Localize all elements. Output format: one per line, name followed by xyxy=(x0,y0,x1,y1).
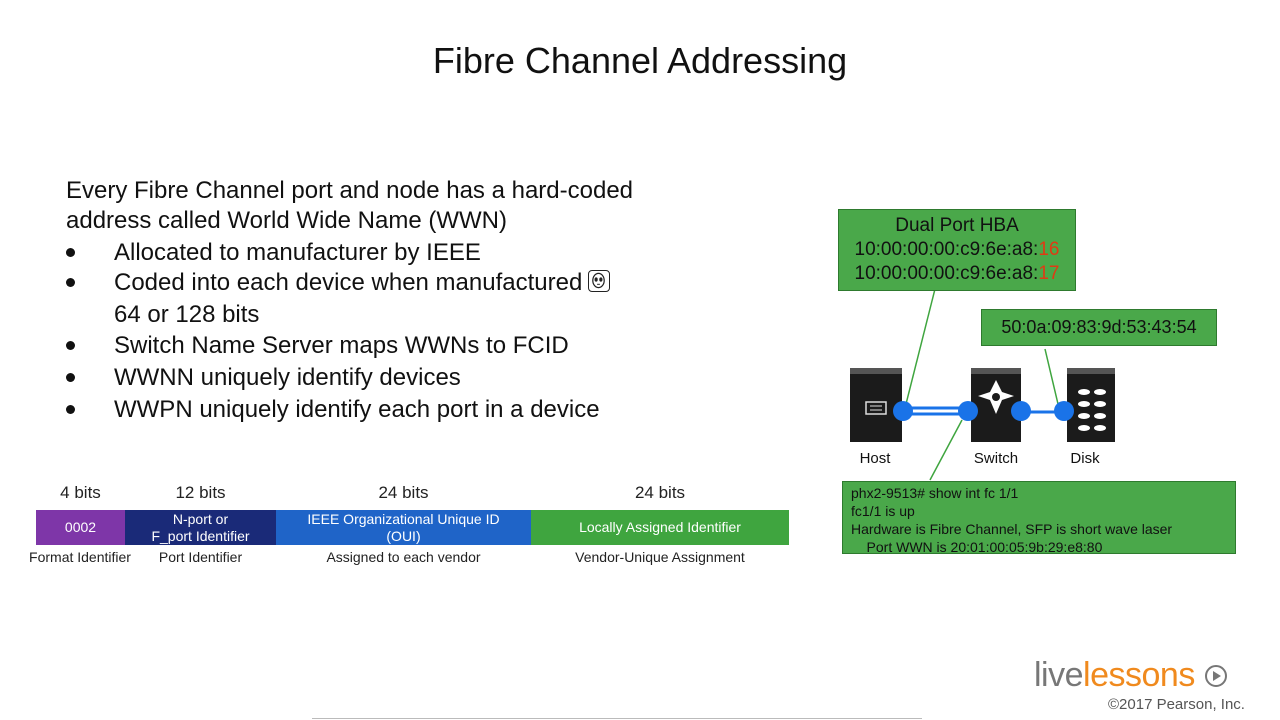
field-bit-width: 24 bits xyxy=(634,483,686,502)
hba-callout-line xyxy=(904,288,936,409)
field-label: N-port or xyxy=(172,510,229,527)
bullet-text: WWPN uniquely identify each port in a de… xyxy=(114,396,600,423)
hba-wwn-1: 10:00:00:00:c9:6e:a8:16 xyxy=(839,238,1075,262)
host-port-dot xyxy=(893,401,913,421)
copyright-text: ©2017 Pearson, Inc. xyxy=(1108,696,1245,713)
cli-line: phx2-9513# show int fc 1/1 xyxy=(851,485,1019,501)
alien-face-icon xyxy=(588,270,611,292)
cli-output-callout: phx2-9513# show int fc 1/1 fc1/1 is up H… xyxy=(842,481,1236,555)
bullet-text-row: Coded into each device when manufactured xyxy=(114,268,611,298)
wwn-field-format: 0002 xyxy=(36,510,125,545)
disk-wwn-text: 50:0a:09:83:9d:53:43:54 xyxy=(1001,317,1197,337)
wwn-suffix: 17 xyxy=(1038,263,1060,284)
logo-text: live xyxy=(1034,656,1084,694)
wwn-field-port: N-port or F_port Identifier xyxy=(125,510,276,545)
bullet-dot xyxy=(66,373,75,382)
field-bit-width: 24 bits xyxy=(378,483,429,502)
host-label: Host xyxy=(859,450,891,467)
bullet-text: Switch Name Server maps WWNs to FCID xyxy=(114,332,569,359)
disk-callout-line xyxy=(1044,348,1059,405)
fc-switch-icon xyxy=(971,368,1021,442)
field-label: IEEE Organizational Unique ID xyxy=(307,510,500,527)
intro-text: Every Fibre Channel port and node has a … xyxy=(66,177,634,234)
bullet-dot xyxy=(66,405,75,414)
field-label: Locally Assigned Identifier xyxy=(579,519,741,535)
wwn-field-oui: IEEE Organizational Unique ID (OUI) xyxy=(276,510,531,545)
cli-callout-line xyxy=(929,419,963,481)
bullet-text: Allocated to manufacturer by IEEE xyxy=(114,239,481,266)
bullet-text: WWNN uniquely identify devices xyxy=(114,364,461,391)
disk-label: Disk xyxy=(1070,450,1100,467)
field-label-line2: F_port Identifier xyxy=(151,527,250,544)
field-bit-width: 4 bits xyxy=(60,483,101,502)
wwn-prefix: 10:00:00:00:c9:6e:a8: xyxy=(854,263,1039,284)
bullet-dot xyxy=(66,278,75,287)
wwn-field-local: Locally Assigned Identifier xyxy=(531,510,789,545)
bullet-text: Coded into each device when manufactured xyxy=(114,269,583,296)
disk-port-dot xyxy=(1054,401,1074,421)
hba-wwn-2: 10:00:00:00:c9:6e:a8:17 xyxy=(839,262,1075,286)
switch-port-dot xyxy=(958,401,978,421)
field-bit-width: 12 bits xyxy=(175,483,226,502)
field-label-line2: (OUI) xyxy=(386,527,421,544)
bullet-text: 64 or 128 bits xyxy=(114,301,260,328)
field-description: Vendor-Unique Assignment xyxy=(575,549,745,565)
switch-label: Switch xyxy=(973,450,1019,467)
field-description: Port Identifier xyxy=(158,549,243,565)
hba-title: Dual Port HBA xyxy=(895,215,1019,236)
cli-line: Port WWN is 20:01:00:05:9b:29:e8:80 xyxy=(851,539,1103,555)
switch-port-dot xyxy=(1011,401,1031,421)
bullet-dot xyxy=(66,248,75,257)
bullet-dot xyxy=(66,341,75,350)
logo-text-accent: lessons xyxy=(1083,656,1195,694)
cli-line: fc1/1 is up xyxy=(851,503,915,519)
livelessons-logo: livelessons xyxy=(1034,656,1228,695)
hba-callout: Dual Port HBA 10:00:00:00:c9:6e:a8:16 10… xyxy=(838,209,1076,291)
footer-divider xyxy=(312,718,922,719)
disk-wwn-callout: 50:0a:09:83:9d:53:43:54 xyxy=(981,309,1217,346)
field-description: Assigned to each vendor xyxy=(326,549,481,565)
wwn-prefix: 10:00:00:00:c9:6e:a8: xyxy=(854,239,1039,260)
wwn-suffix: 16 xyxy=(1038,239,1060,260)
slide-title: Fibre Channel Addressing xyxy=(432,40,848,81)
field-label: 0002 xyxy=(64,519,97,535)
field-description: Format Identifier xyxy=(29,549,131,565)
play-icon xyxy=(1204,665,1227,687)
cli-line: Hardware is Fibre Channel, SFP is short … xyxy=(851,521,1173,537)
host-server-icon xyxy=(850,368,902,442)
disk-array-icon xyxy=(1067,368,1115,442)
